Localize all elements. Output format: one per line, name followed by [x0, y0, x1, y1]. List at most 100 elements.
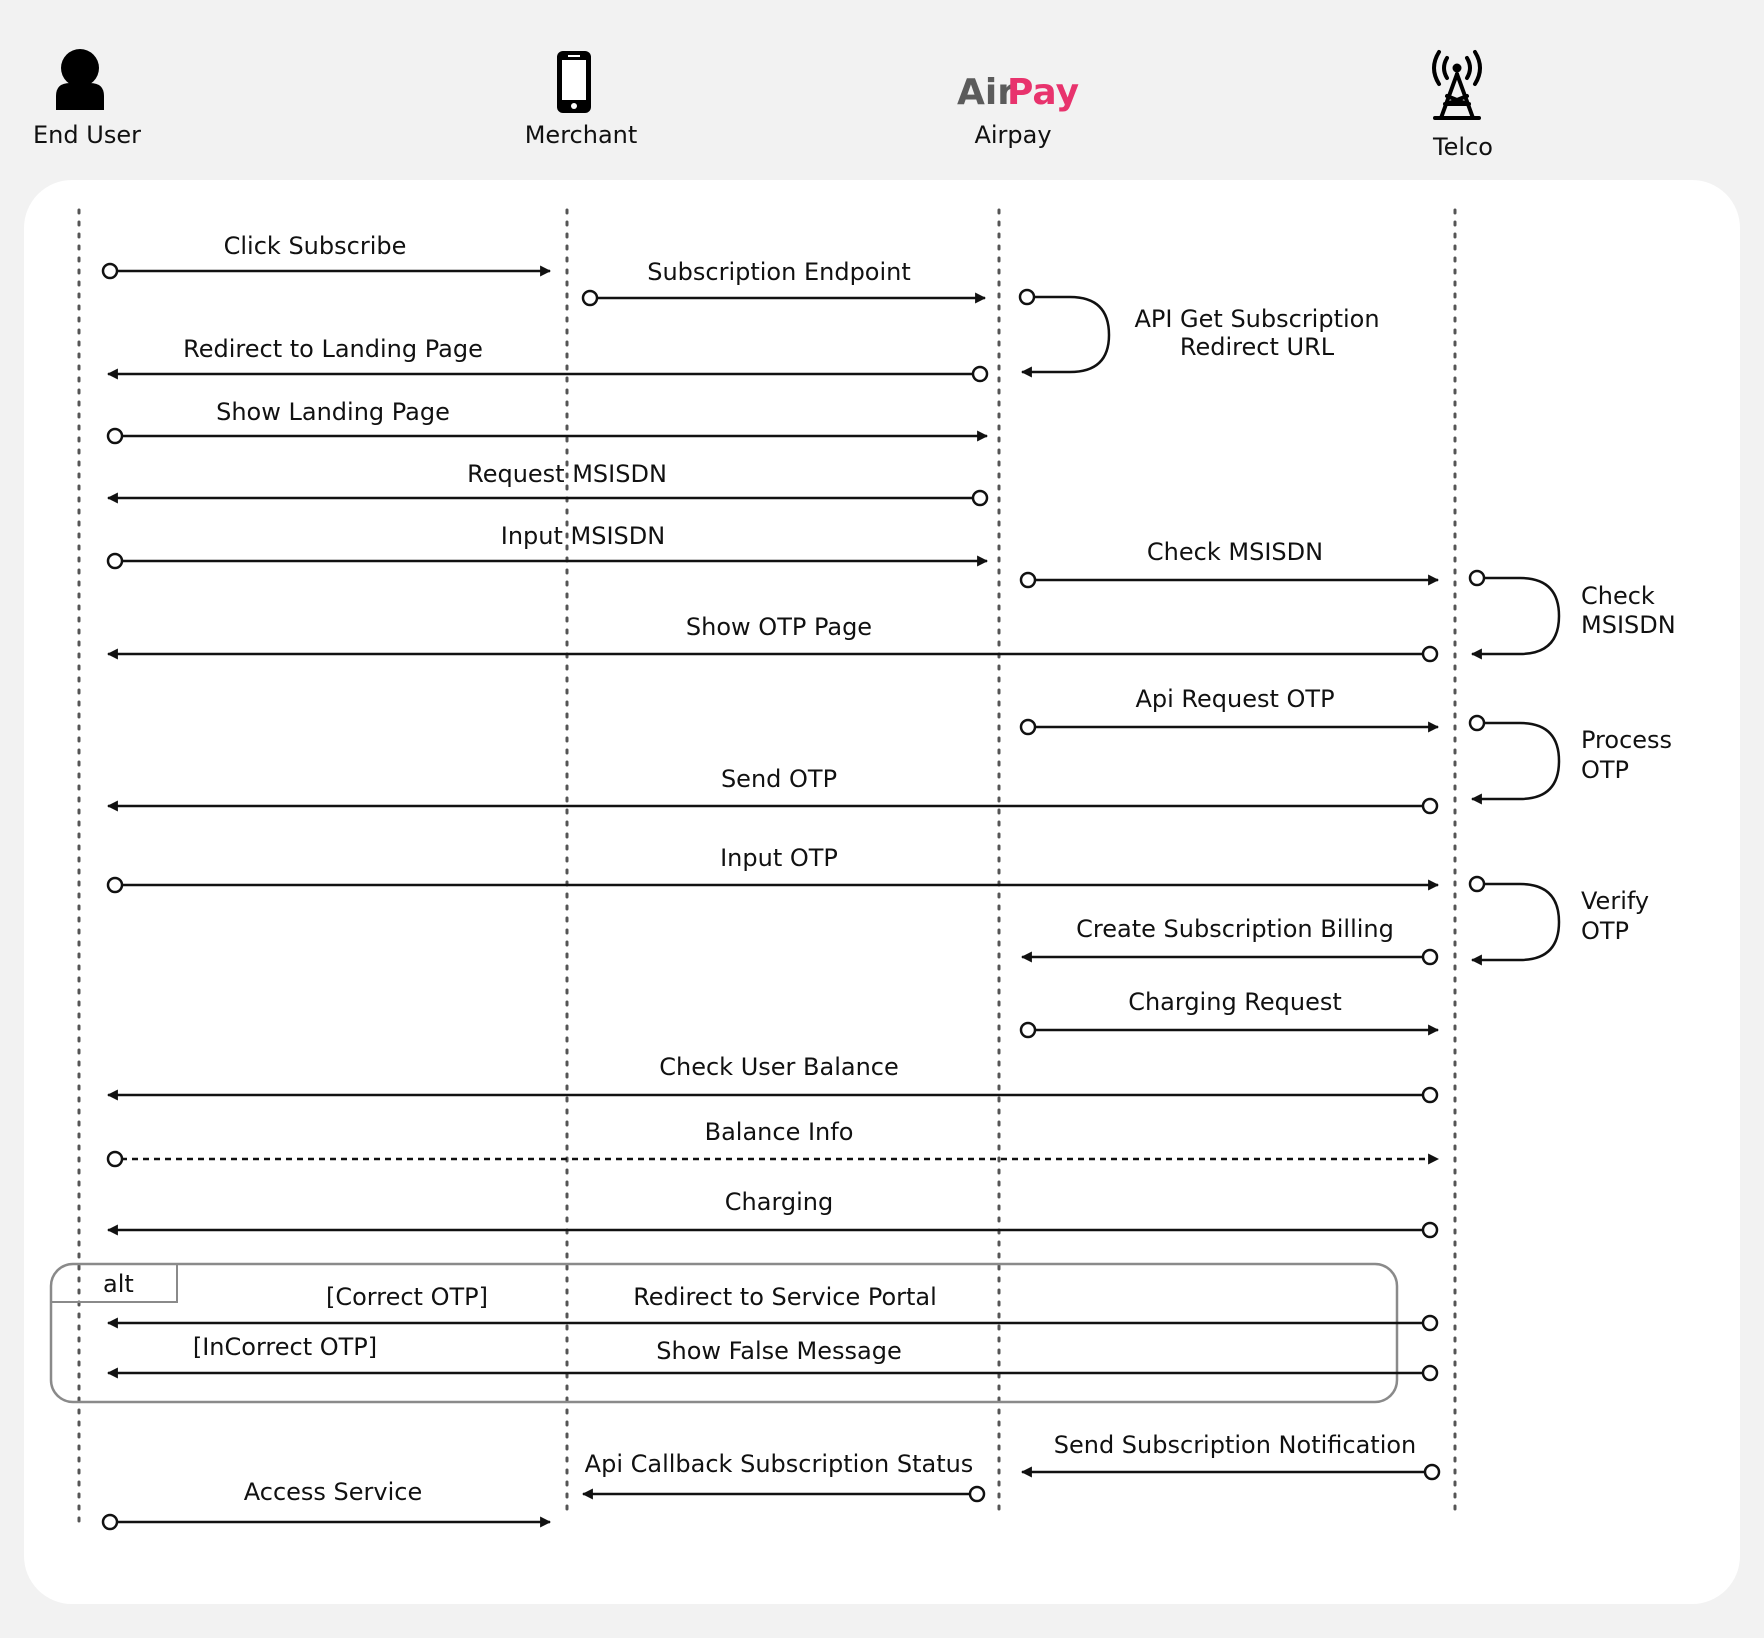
- message-origin: [971, 489, 989, 507]
- message-label: Send Subscription Notification: [1054, 1431, 1417, 1459]
- self-call-process-otp: Process OTP: [1468, 714, 1672, 805]
- message-origin: [1019, 571, 1037, 589]
- self-call-origin: [1468, 875, 1486, 893]
- message-label: Input MSISDN: [501, 522, 665, 550]
- self-call-origin: [1468, 569, 1486, 587]
- self-call-loop: [1020, 295, 1111, 378]
- alt-fragment: alt: [49, 1262, 1399, 1404]
- airpay-logo: Air Pay: [957, 72, 1079, 113]
- svg-text:Pay: Pay: [1007, 72, 1079, 113]
- message-check-msisdn: Check MSISDN: [1019, 538, 1440, 589]
- actor-merchant: Merchant: [525, 51, 638, 149]
- message-label: Charging Request: [1128, 988, 1342, 1016]
- message-charging: Charging: [106, 1188, 1439, 1239]
- message-show-landing: Show Landing Page: [106, 398, 989, 445]
- message-origin: [106, 1150, 124, 1168]
- actor-label: Telco: [1432, 133, 1493, 161]
- message-balance-info: Balance Info: [106, 1118, 1440, 1168]
- alt-guard-label: [InCorrect OTP]: [193, 1333, 377, 1361]
- message-redirect-landing: Redirect to Landing Page: [106, 335, 989, 383]
- self-call-label: OTP: [1581, 756, 1629, 784]
- message-origin: [1421, 645, 1439, 663]
- actor-airpay: Air Pay Airpay: [957, 72, 1079, 149]
- message-origin: [1421, 948, 1439, 966]
- message-origin: [581, 289, 599, 307]
- message-redirect-portal: Redirect to Service Portal [Correct OTP]: [106, 1283, 1439, 1332]
- message-origin: [106, 552, 124, 570]
- message-click-subscribe: Click Subscribe: [101, 232, 552, 280]
- mobile-phone-icon: [557, 51, 591, 113]
- message-send-notification: Send Subscription Notification: [1020, 1431, 1441, 1481]
- actor-telco: Telco: [1432, 50, 1493, 161]
- message-origin: [1421, 1086, 1439, 1104]
- message-label: Input OTP: [720, 844, 838, 872]
- message-origin: [101, 1513, 119, 1531]
- message-origin: [1019, 718, 1037, 736]
- message-charging-request: Charging Request: [1019, 988, 1440, 1039]
- lifelines: [77, 208, 1457, 1532]
- message-origin: [1421, 797, 1439, 815]
- message-origin: [106, 876, 124, 894]
- message-label: Create Subscription Billing: [1076, 915, 1394, 943]
- message-show-false: Show False Message [InCorrect OTP]: [106, 1333, 1439, 1382]
- message-api-callback: Api Callback Subscription Status: [581, 1450, 986, 1503]
- message-input-otp: Input OTP: [106, 844, 1440, 894]
- svg-text:Air: Air: [957, 72, 1015, 113]
- self-call-check-msisdn: Check MSISDN: [1468, 569, 1676, 660]
- message-input-msisdn: Input MSISDN: [106, 522, 989, 570]
- self-call-api-get-redirect: API Get Subscription Redirect URL: [1018, 288, 1380, 378]
- message-label: Access Service: [244, 1478, 423, 1506]
- message-origin: [1019, 1021, 1037, 1039]
- message-access-service: Access Service: [101, 1478, 552, 1531]
- message-label: Click Subscribe: [224, 232, 407, 260]
- message-create-billing: Create Subscription Billing: [1020, 915, 1439, 966]
- user-icon: [56, 49, 104, 110]
- message-origin: [1421, 1221, 1439, 1239]
- message-label: Balance Info: [705, 1118, 854, 1146]
- self-call-loop: [1470, 882, 1561, 966]
- actor-label: End User: [33, 121, 141, 149]
- message-label: Show False Message: [656, 1337, 901, 1365]
- message-origin: [1421, 1314, 1439, 1332]
- message-label: Request MSISDN: [467, 460, 667, 488]
- self-call-label: Process: [1581, 726, 1672, 754]
- cell-tower-icon: [1432, 50, 1482, 120]
- message-check-balance: Check User Balance: [106, 1053, 1439, 1104]
- message-origin: [106, 427, 124, 445]
- message-origin: [968, 1485, 986, 1503]
- message-origin: [971, 365, 989, 383]
- message-request-msisdn: Request MSISDN: [106, 460, 989, 507]
- message-label: Send OTP: [721, 765, 837, 793]
- message-origin: [1421, 1364, 1439, 1382]
- self-call-origin: [1468, 714, 1486, 732]
- self-call-loop: [1470, 576, 1561, 660]
- self-call-label: MSISDN: [1581, 611, 1676, 639]
- self-call-origin: [1018, 288, 1036, 306]
- message-show-otp-page: Show OTP Page: [106, 613, 1439, 663]
- actor-label: Airpay: [974, 121, 1051, 149]
- message-label: Api Callback Subscription Status: [585, 1450, 974, 1478]
- message-label: Subscription Endpoint: [647, 258, 911, 286]
- message-origin: [101, 262, 119, 280]
- message-label: Check MSISDN: [1147, 538, 1323, 566]
- self-call-label: Verify: [1581, 887, 1649, 915]
- actor-label: Merchant: [525, 121, 638, 149]
- alt-frame: [49, 1262, 1399, 1404]
- message-label: Show OTP Page: [686, 613, 872, 641]
- self-call-label: OTP: [1581, 917, 1629, 945]
- message-label: Charging: [725, 1188, 833, 1216]
- self-call-verify-otp: Verify OTP: [1468, 875, 1649, 966]
- alt-label: alt: [103, 1270, 134, 1298]
- self-call-loop: [1470, 721, 1561, 805]
- message-label: Redirect to Landing Page: [183, 335, 483, 363]
- self-call-label: API Get Subscription: [1134, 305, 1379, 333]
- diagram-panel: [24, 180, 1740, 1604]
- message-label: Redirect to Service Portal: [633, 1283, 937, 1311]
- message-api-request-otp: Api Request OTP: [1019, 685, 1440, 736]
- self-call-label: Check: [1581, 582, 1655, 610]
- message-send-otp: Send OTP: [106, 765, 1439, 815]
- alt-guard-label: [Correct OTP]: [326, 1283, 488, 1311]
- self-call-label: Redirect URL: [1180, 333, 1335, 361]
- message-label: Api Request OTP: [1135, 685, 1334, 713]
